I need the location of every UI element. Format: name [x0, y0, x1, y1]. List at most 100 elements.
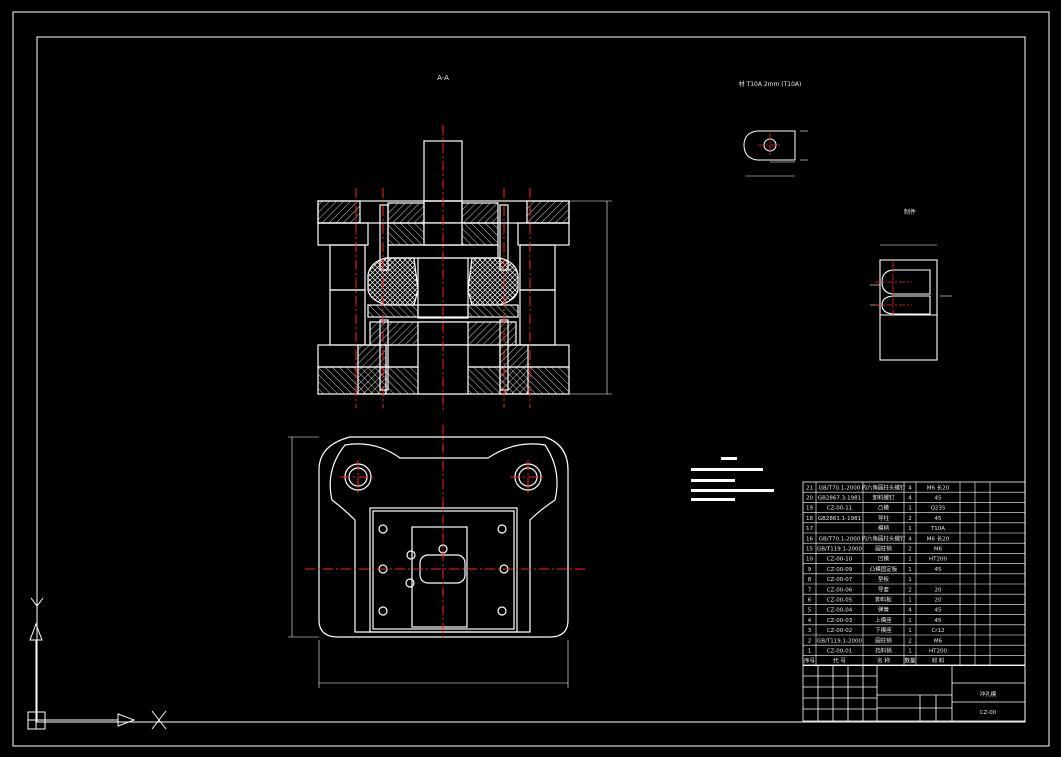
bom-row-10-qty: 1	[908, 557, 912, 563]
bom-row-21-qty: 4	[908, 485, 912, 491]
bom-row-19-no: 19	[806, 506, 813, 512]
bom-row-8-code: CZ-00-07	[827, 577, 853, 583]
bom-row-10-name: 凹模	[878, 555, 890, 563]
bom-row-3-name: 下模座	[875, 626, 892, 634]
bom-row-21-name: 内六角圆柱头螺钉	[861, 483, 906, 491]
bom-row-6-mat: 20	[935, 598, 942, 604]
section-label: A-A	[437, 74, 449, 82]
upper-left-flange	[317, 222, 369, 246]
bom-row-7-no: 7	[808, 587, 812, 593]
bom-row-18-qty: 2	[908, 516, 912, 522]
bom-row-9-qty: 1	[908, 567, 912, 573]
bom-row-9-code: CZ-00-09	[827, 567, 853, 573]
bom-header-code: 代 号	[833, 657, 846, 665]
bom-row-18-name: 导柱	[878, 514, 890, 522]
bom-row-8-name: 垫板	[878, 575, 890, 583]
bom-row-6-qty: 1	[908, 598, 912, 604]
bom-row-1-no: 1	[808, 649, 812, 655]
outer-frame	[12, 11, 1050, 747]
bom-row-3-no: 3	[808, 628, 812, 634]
bom-row-5-mat: 45	[935, 608, 942, 614]
bom-row-16-mat: M6 长20	[927, 534, 950, 542]
guide-pillar-right	[519, 289, 556, 346]
section-view[interactable]	[317, 140, 612, 395]
bom-row-21-no: 21	[806, 485, 813, 491]
bom-row-17-qty: 1	[908, 526, 912, 532]
bom-row-18-no: 18	[806, 516, 813, 522]
plan-view[interactable]	[288, 436, 569, 688]
inner-frame	[36, 36, 1026, 723]
bom-row-15-no: 15	[806, 547, 813, 553]
bom-row-7-name: 导套	[878, 585, 890, 593]
bom-row-10-no: 10	[806, 557, 813, 563]
bom-row-2-name: 圆柱销	[875, 636, 892, 644]
bom-row-7-mat: 20	[935, 587, 942, 593]
plan-centerlines	[305, 425, 585, 640]
bom-row-9-no: 9	[808, 567, 812, 573]
bom-row-3-qty: 1	[908, 628, 912, 634]
bom-row-17-mat: T10A	[930, 526, 945, 532]
bom-row-21-code: GB/T70.1-2000	[819, 485, 861, 491]
bom-row-6-code: CZ-00-05	[827, 598, 853, 604]
bom-row-7-qty: 2	[908, 587, 912, 593]
title-block[interactable]	[802, 664, 1026, 722]
part-label: 制件	[904, 208, 916, 216]
section-centerlines	[355, 125, 531, 410]
bom-row-17-name: 模柄	[878, 524, 890, 532]
bom-row-19-name: 凸模	[878, 504, 890, 512]
bom-row-15-qty: 2	[908, 547, 912, 553]
bom-row-4-qty: 1	[908, 618, 912, 624]
bom-row-8-qty: 1	[908, 577, 912, 583]
title-name: 冲孔模	[980, 690, 997, 698]
bom-row-5-qty: 4	[908, 608, 912, 614]
part-detail[interactable]	[743, 130, 808, 177]
bom-row-5-code: CZ-00-04	[827, 608, 853, 614]
punch-plan	[411, 526, 468, 628]
bom-row-5-no: 5	[808, 608, 812, 614]
bom-row-10-mat: HT200	[929, 557, 947, 563]
product-part[interactable]	[870, 244, 952, 361]
bom-row-4-name: 上模座	[875, 616, 892, 624]
bom-row-2-mat: M6	[934, 638, 943, 644]
guide-bush-right	[519, 244, 556, 291]
pin-left	[379, 319, 389, 391]
bom-row-5-name: 弹簧	[878, 606, 890, 614]
guide-pillar-left	[329, 289, 366, 346]
bom-row-4-no: 4	[808, 618, 812, 624]
bom-row-7-code: CZ-00-06	[827, 587, 853, 593]
bom-header-name: 名 称	[877, 657, 890, 665]
bom-row-20-no: 20	[806, 496, 813, 502]
bom-row-16-code: GB/T70.1-2000	[819, 536, 861, 542]
bom-row-1-mat: HT200	[929, 649, 947, 655]
bom-header-qty: 数量	[904, 657, 916, 665]
bom-row-1-code: CZ-00-01	[827, 649, 852, 655]
bom-row-19-code: CZ-00-11	[827, 506, 852, 512]
bom-row-21-mat: M6 长20	[927, 483, 950, 491]
bom-row-9-name: 凸模固定板	[870, 565, 898, 573]
bom-row-2-code: GB/T119.1-2000	[817, 638, 862, 644]
bom-row-15-mat: M6	[934, 547, 943, 553]
part-note: 材 T10A 2mm (T10A)	[739, 80, 802, 88]
bom-row-16-name: 内六角圆柱头螺钉	[861, 534, 906, 542]
bom-row-17-no: 17	[806, 526, 813, 532]
guide-bush-left	[329, 244, 366, 291]
bom-row-4-mat: 45	[935, 618, 942, 624]
upper-right-flange	[517, 222, 570, 246]
bom-row-19-qty: 1	[908, 506, 912, 512]
bom-row-20-mat: 45	[935, 496, 942, 502]
bom-row-16-qty: 4	[908, 536, 912, 542]
bom-row-20-name: 卸料螺钉	[872, 494, 895, 502]
bom-row-1-qty: 1	[908, 649, 912, 655]
screw-left	[379, 204, 389, 271]
bom-row-20-code: GB2867.3-1981	[818, 496, 861, 502]
bom-row-10-code: CZ-00-10	[827, 557, 853, 563]
bom-row-2-qty: 2	[908, 638, 912, 644]
bom-row-9-mat: 45	[935, 567, 942, 573]
bom-row-16-no: 16	[806, 536, 813, 542]
die-base-outline	[318, 436, 569, 638]
ucs-icon	[27, 597, 167, 730]
bom-row-8-no: 8	[808, 577, 812, 583]
bom-row-15-code: GB/T119.1-2000	[817, 547, 862, 553]
